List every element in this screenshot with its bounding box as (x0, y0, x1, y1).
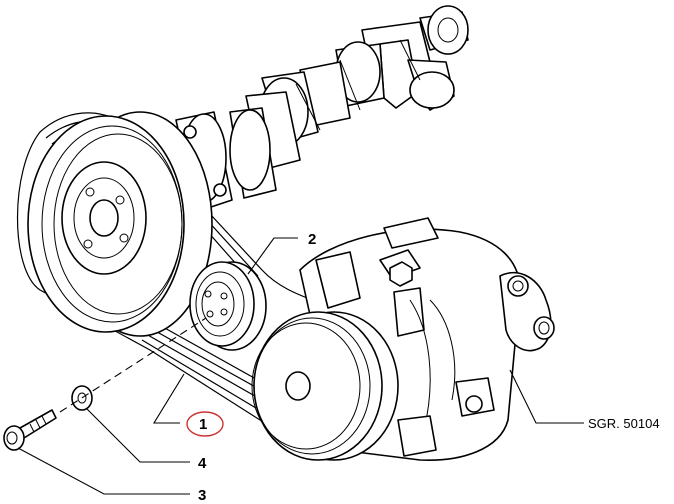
assembly-axis-line (59, 317, 207, 413)
callout-4: 4 (198, 455, 207, 472)
crankshaft (175, 5, 469, 213)
leader-lines (17, 237, 584, 495)
compressor-pulley (251, 311, 399, 461)
diagram-reference-code: SGR. 50104 (588, 416, 660, 431)
crankshaft-pulley (27, 111, 213, 337)
idler-pulley (189, 261, 267, 351)
mounting-bolt (3, 409, 57, 451)
callout-2: 2 (308, 231, 316, 248)
callout-1: 1 (199, 416, 207, 433)
callout-1-highlight-ring (186, 411, 224, 437)
callout-3: 3 (198, 487, 206, 504)
